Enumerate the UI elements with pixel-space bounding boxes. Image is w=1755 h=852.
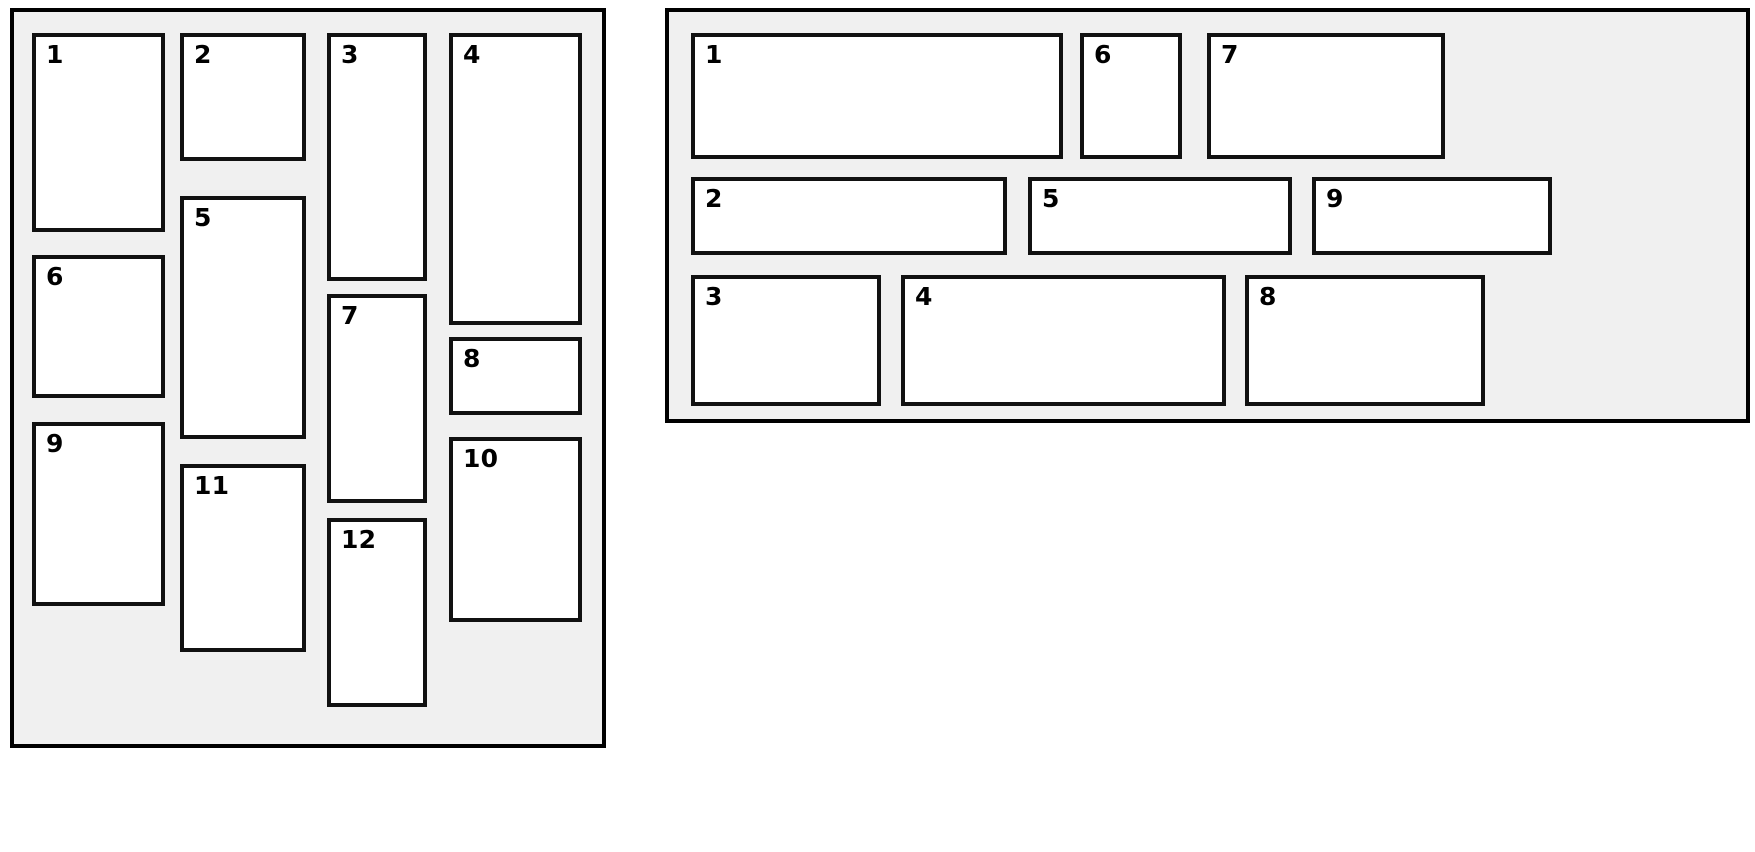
block-label: 8 bbox=[463, 344, 481, 373]
block-label: 10 bbox=[463, 444, 499, 473]
block-label: 12 bbox=[341, 525, 377, 554]
block-9[interactable]: 9 bbox=[1312, 177, 1552, 255]
block-4[interactable]: 4 bbox=[901, 275, 1226, 406]
block-label: 6 bbox=[46, 262, 64, 291]
block-7[interactable]: 7 bbox=[327, 294, 427, 503]
block-7[interactable]: 7 bbox=[1207, 33, 1445, 159]
block-label: 1 bbox=[46, 40, 64, 69]
block-9[interactable]: 9 bbox=[32, 422, 165, 606]
block-1[interactable]: 1 bbox=[32, 33, 165, 232]
block-label: 7 bbox=[341, 301, 359, 330]
block-label: 4 bbox=[463, 40, 481, 69]
block-1[interactable]: 1 bbox=[691, 33, 1063, 159]
block-label: 3 bbox=[341, 40, 359, 69]
block-label: 9 bbox=[1326, 184, 1344, 213]
block-11[interactable]: 11 bbox=[180, 464, 306, 652]
block-8[interactable]: 8 bbox=[449, 337, 582, 415]
block-label: 5 bbox=[194, 203, 212, 232]
block-10[interactable]: 10 bbox=[449, 437, 582, 622]
block-2[interactable]: 2 bbox=[691, 177, 1007, 255]
block-2[interactable]: 2 bbox=[180, 33, 306, 161]
block-label: 3 bbox=[705, 282, 723, 311]
block-label: 9 bbox=[46, 429, 64, 458]
block-label: 2 bbox=[194, 40, 212, 69]
block-label: 11 bbox=[194, 471, 230, 500]
block-4[interactable]: 4 bbox=[449, 33, 582, 325]
block-5[interactable]: 5 bbox=[180, 196, 306, 439]
block-label: 2 bbox=[705, 184, 723, 213]
block-label: 7 bbox=[1221, 40, 1239, 69]
block-label: 1 bbox=[705, 40, 723, 69]
block-12[interactable]: 12 bbox=[327, 518, 427, 707]
block-3[interactable]: 3 bbox=[327, 33, 427, 281]
block-6[interactable]: 6 bbox=[1080, 33, 1182, 159]
block-8[interactable]: 8 bbox=[1245, 275, 1485, 406]
block-label: 6 bbox=[1094, 40, 1112, 69]
block-6[interactable]: 6 bbox=[32, 255, 165, 398]
block-label: 4 bbox=[915, 282, 933, 311]
block-3[interactable]: 3 bbox=[691, 275, 881, 406]
block-5[interactable]: 5 bbox=[1028, 177, 1292, 255]
block-label: 5 bbox=[1042, 184, 1060, 213]
panel-horizontal-row-layout: 1 6 7 2 5 9 3 4 8 bbox=[665, 8, 1750, 423]
block-label: 8 bbox=[1259, 282, 1277, 311]
